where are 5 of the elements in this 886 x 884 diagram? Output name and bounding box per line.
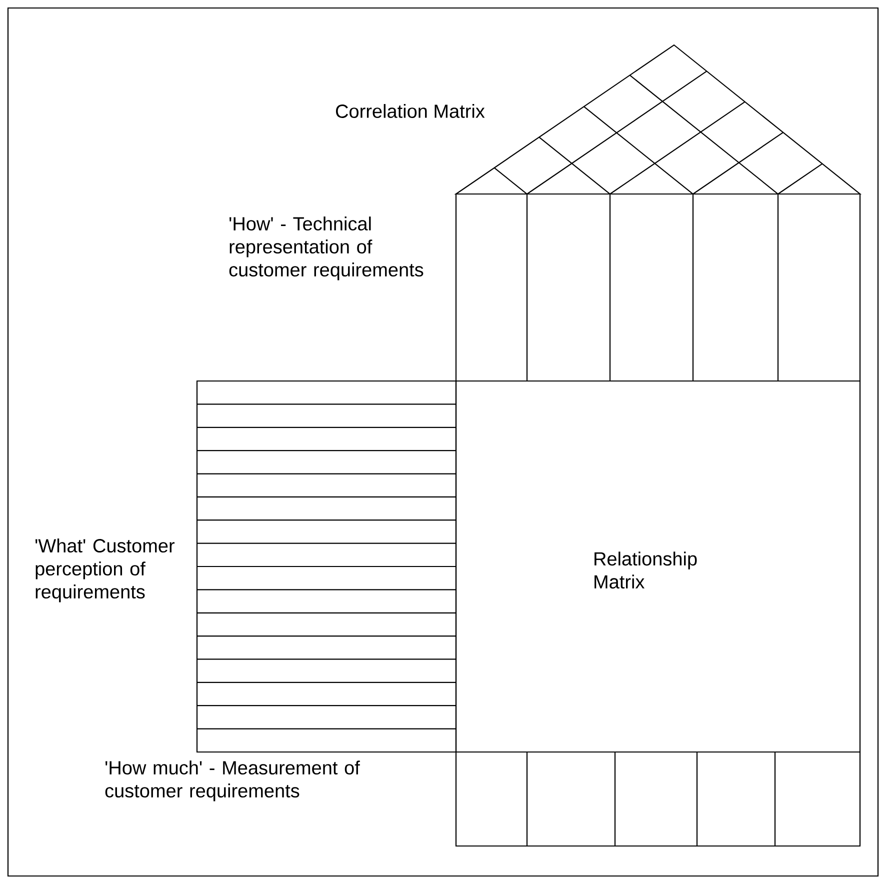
section-label: Correlation Matrix [336, 104, 485, 118]
section-label: 'How much' - Measurement of customer requirements [105, 760, 360, 802]
section-label: 'How' - Technical representation of customer requirements [229, 216, 424, 280]
section-label: 'What' Customer perception of requirements [36, 538, 174, 602]
matrix-box: Relationship Matrix [455, 380, 861, 753]
